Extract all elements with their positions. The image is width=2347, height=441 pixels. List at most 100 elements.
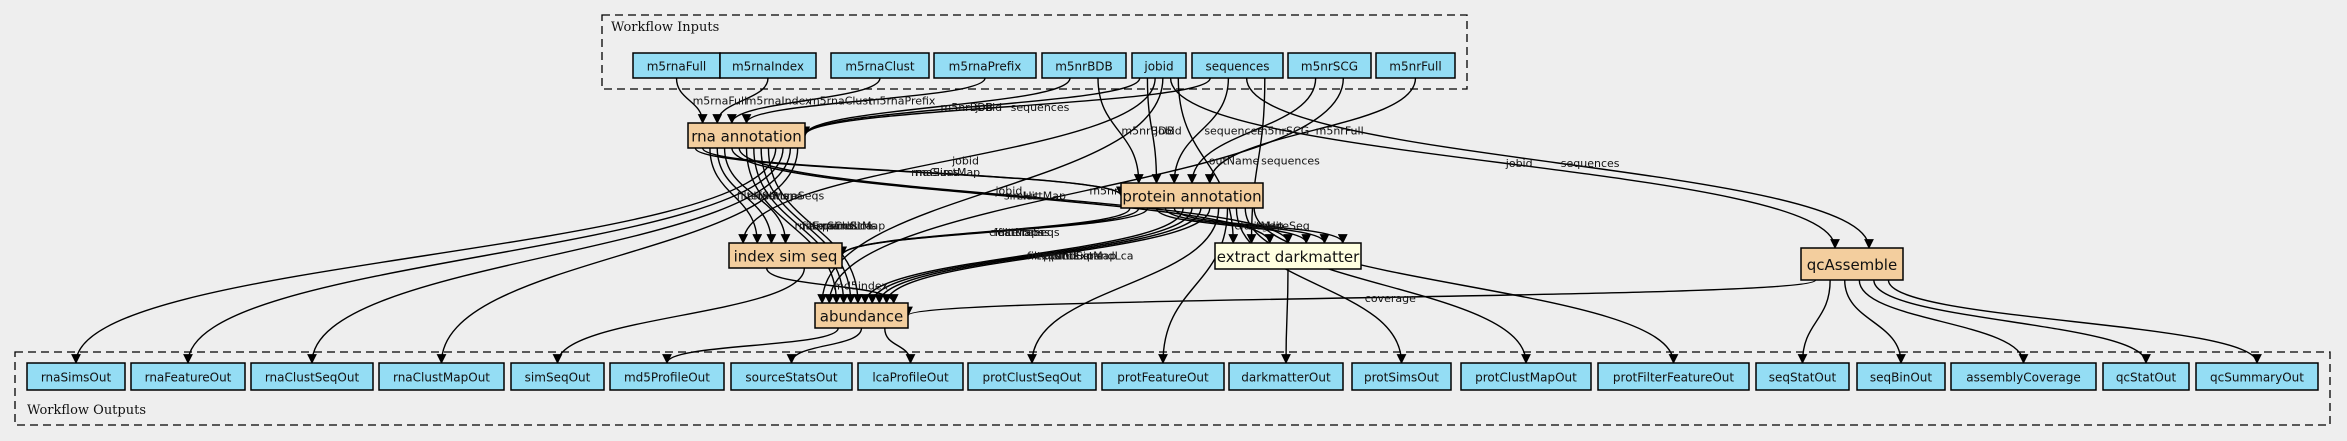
node-box xyxy=(1800,247,1904,281)
edge-label: clustMap xyxy=(1017,190,1066,203)
node-label: protSimsOut xyxy=(1364,371,1439,385)
edge-m5rnaFull-to-rna_annotation xyxy=(675,77,708,124)
input-node-jobid[interactable]: jobid xyxy=(1131,52,1187,79)
edge-protein_annotation-to-protClustSeqOut xyxy=(1027,207,1220,364)
node-label: abundance xyxy=(820,308,903,326)
node-box xyxy=(728,242,843,269)
step-node-protein_annotation[interactable]: protein annotation xyxy=(1120,182,1264,209)
edge-label: m5nrBDB xyxy=(1121,125,1174,138)
node-label: darkmatterOut xyxy=(1241,371,1331,385)
step-node-index_sim_seq[interactable]: index sim seq xyxy=(728,242,843,269)
edge-qcAssemble-to-qcSummaryOut xyxy=(1887,279,2262,364)
edge-protein_annotation-to-protClustMapOut xyxy=(1244,207,1531,364)
edge-label: m5rnaIndex xyxy=(746,95,813,108)
edge-label: filterSims xyxy=(998,226,1050,239)
input-node-m5nrSCG[interactable]: m5nrSCG xyxy=(1287,52,1372,79)
edge-jobid-to-protein_annotation xyxy=(1146,77,1162,184)
edge-label: m5rnaClust xyxy=(809,95,873,108)
input-node-m5nrBDB[interactable]: m5nrBDB xyxy=(1041,52,1127,79)
input-node-m5rnaFull[interactable]: m5rnaFull xyxy=(632,52,721,79)
node-label: jobid xyxy=(1143,60,1173,74)
edge-rna_annotation-to-abundance xyxy=(753,147,849,304)
edge-label: featureSeqs xyxy=(758,190,824,203)
output-node-protFeatureOut[interactable]: protFeatureOut xyxy=(1101,362,1225,391)
edge-label: filterSims xyxy=(737,190,789,203)
node-label: protein annotation xyxy=(1122,188,1261,206)
step-node-qcAssemble[interactable]: qcAssemble xyxy=(1800,247,1904,281)
node-box xyxy=(378,362,505,391)
edge-label: jobid xyxy=(951,155,979,168)
step-node-rna_annotation[interactable]: rna annotation xyxy=(687,122,806,149)
node-label: rnaClustMapOut xyxy=(393,371,490,385)
edge-protein_annotation-to-index_sim_seq xyxy=(837,207,1149,257)
node-box xyxy=(1755,362,1850,391)
input-node-sequences[interactable]: sequences xyxy=(1191,52,1284,79)
edge-qcAssemble-to-abundance xyxy=(903,279,1817,317)
edge-protein_annotation-to-protFeatureOut xyxy=(1158,207,1229,364)
output-node-rnaSimsOut[interactable]: rnaSimsOut xyxy=(26,362,126,391)
edge-label: sequences xyxy=(1011,101,1070,114)
edge-rna_annotation-to-rnaSimsOut xyxy=(71,147,777,364)
output-node-sourceStatsOut[interactable]: sourceStatsOut xyxy=(730,362,853,391)
node-box xyxy=(1375,52,1456,79)
edge-label: rnaExpandLca xyxy=(794,220,872,233)
input-node-m5rnaClust[interactable]: m5rnaClust xyxy=(830,52,930,79)
edge-label: clustMaps xyxy=(747,190,802,203)
node-label: rnaClustSeqOut xyxy=(265,371,360,385)
node-label: m5nrSCG xyxy=(1301,60,1358,74)
edge-abundance-to-lcaProfileOut xyxy=(884,327,916,364)
step-node-abundance[interactable]: abundance xyxy=(814,302,909,329)
node-label: protClustMapOut xyxy=(1475,371,1577,385)
node-box xyxy=(510,362,605,391)
output-node-protClustSeqOut[interactable]: protClustSeqOut xyxy=(967,362,1097,391)
input-node-m5rnaIndex[interactable]: m5rnaIndex xyxy=(719,52,817,79)
edge-jobid-to-extract_darkmatter xyxy=(1177,77,1239,244)
output-node-qcStatOut[interactable]: qcStatOut xyxy=(2102,362,2190,391)
edge-m5nrBDB-to-rna_annotation xyxy=(800,77,1071,137)
output-node-rnaFeatureOut[interactable]: rnaFeatureOut xyxy=(130,362,246,391)
output-node-seqBinOut[interactable]: seqBinOut xyxy=(1856,362,1946,391)
node-label: extract darkmatter xyxy=(1217,248,1360,266)
edge-rna_annotation-to-abundance xyxy=(745,147,842,304)
node-label: rnaFeatureOut xyxy=(145,371,232,385)
output-node-simSeqOut[interactable]: simSeqOut xyxy=(510,362,605,391)
edge-label: expandSims xyxy=(809,220,877,233)
output-node-md5ProfileOut[interactable]: md5ProfileOut xyxy=(609,362,725,391)
edge-rna_annotation-to-rnaClustMapOut xyxy=(436,147,799,364)
edge-index_sim_seq-to-simSeqOut xyxy=(552,267,806,364)
node-label: sourceStatsOut xyxy=(745,371,838,385)
node-box xyxy=(857,362,964,391)
output-node-protFilterFeatureOut[interactable]: protFilterFeatureOut xyxy=(1597,362,1750,391)
input-node-m5rnaPrefix[interactable]: m5rnaPrefix xyxy=(933,52,1037,79)
edge-label: geneSeq xyxy=(1262,220,1310,233)
output-node-rnaClustSeqOut[interactable]: rnaClustSeqOut xyxy=(250,362,374,391)
edge-label: jobid xyxy=(1154,125,1182,138)
node-box xyxy=(1351,362,1452,391)
node-label: lcaProfileOut xyxy=(872,371,949,385)
edge-label: protExpandLca xyxy=(1051,250,1133,263)
output-node-assemblyCoverage[interactable]: assemblyCoverage xyxy=(1950,362,2097,391)
output-node-qcSummaryOut[interactable]: qcSummaryOut xyxy=(2195,362,2319,391)
edge-label: filterSims xyxy=(802,220,854,233)
output-node-lcaProfileOut[interactable]: lcaProfileOut xyxy=(857,362,964,391)
output-node-protClustMapOut[interactable]: protClustMapOut xyxy=(1460,362,1592,391)
output-node-rnaClustMapOut[interactable]: rnaClustMapOut xyxy=(378,362,505,391)
node-box xyxy=(609,362,725,391)
output-node-protSimsOut[interactable]: protSimsOut xyxy=(1351,362,1452,391)
node-box xyxy=(967,362,1097,391)
output-node-seqStatOut[interactable]: seqStatOut xyxy=(1755,362,1850,391)
edge-label: rnaSims xyxy=(915,166,960,179)
node-label: seqBinOut xyxy=(1870,371,1932,385)
edge-rna_annotation-to-rnaFeatureOut xyxy=(183,147,784,364)
node-label: m5rnaIndex xyxy=(732,60,804,74)
edge-protein_annotation-to-extract_darkmatter xyxy=(1155,207,1312,244)
step-node-extract_darkmatter[interactable]: extract darkmatter xyxy=(1214,242,1362,270)
input-node-m5nrFull[interactable]: m5nrFull xyxy=(1375,52,1456,79)
edge-protein_annotation-to-extract_darkmatter xyxy=(1164,207,1330,244)
output-node-darkmatterOut[interactable]: darkmatterOut xyxy=(1228,362,1344,391)
node-label: md5ProfileOut xyxy=(624,371,710,385)
edge-label: jobid xyxy=(995,185,1023,198)
node-label: simSeqOut xyxy=(525,371,591,385)
edge-rna_annotation-to-rnaClustSeqOut xyxy=(307,147,792,364)
